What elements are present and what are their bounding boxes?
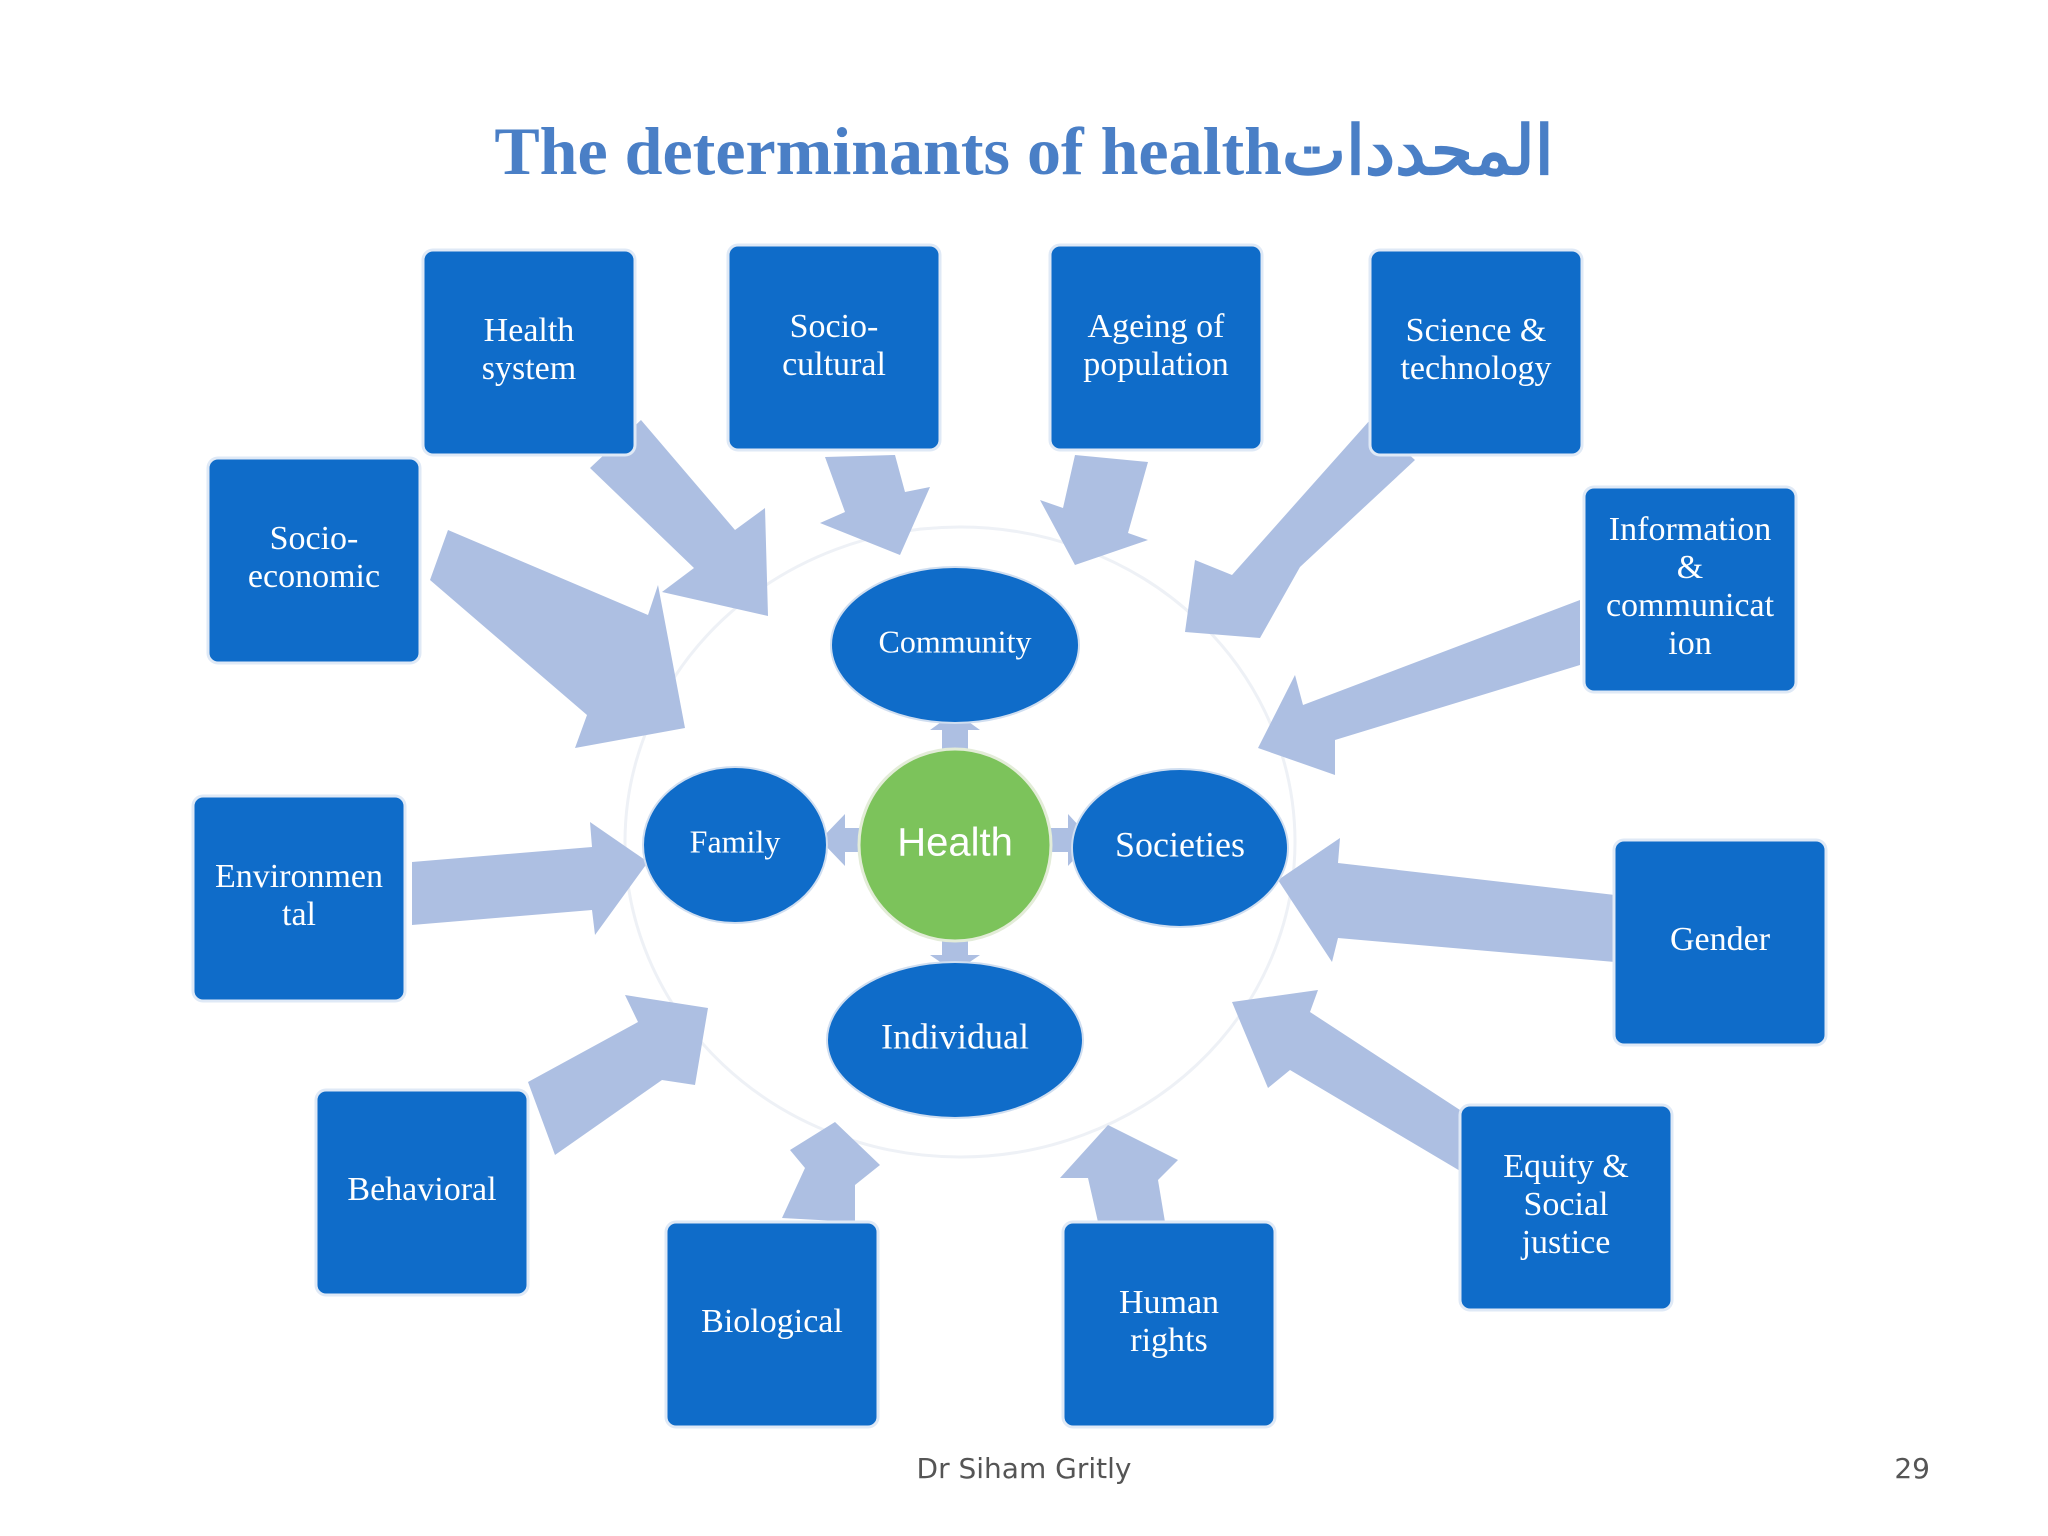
arrow-information [1258, 600, 1580, 775]
arrow-socio-economic [430, 530, 685, 748]
community-label: Community [879, 623, 1032, 659]
community-ellipse: Community [830, 566, 1080, 724]
box-label-line: Biological [701, 1303, 843, 1340]
arrow-biological [782, 1122, 880, 1222]
inner-circles: Community Family Societies Individual He… [642, 566, 1289, 1119]
box-label-line: Socio- [790, 308, 879, 345]
arrow-ageing [1040, 455, 1148, 565]
box-socio-economic: Socio-economic [206, 456, 422, 665]
arrow-behavioral [528, 995, 708, 1155]
box-label-line: Science & [1406, 312, 1547, 349]
arrow-environmental [412, 822, 648, 935]
box-label-line: Gender [1670, 921, 1771, 958]
box-label-line: Social [1524, 1186, 1609, 1223]
arrow-science [1185, 420, 1415, 638]
arrow-equity [1232, 990, 1472, 1178]
svg-text:Socio-economic: Socio-economic [248, 520, 380, 595]
determinant-arrows [412, 420, 1615, 1222]
box-label-line: technology [1400, 350, 1551, 387]
box-label-line: Human [1119, 1284, 1219, 1321]
societies-ellipse: Societies [1071, 768, 1289, 928]
box-label-line: tal [282, 896, 316, 933]
box-label-line: Equity & [1503, 1148, 1629, 1185]
arrow-socio-cultural [820, 455, 930, 555]
box-science: Science &technology [1368, 248, 1584, 457]
box-biological: Biological [664, 1220, 880, 1429]
box-label-line: cultural [782, 346, 886, 383]
footer-author: Dr Siham Gritly [916, 1452, 1132, 1485]
box-label-line: system [482, 350, 576, 387]
box-label-line: rights [1130, 1322, 1207, 1359]
box-label-line: communicat [1606, 587, 1775, 624]
box-label-line: justice [1521, 1224, 1611, 1261]
svg-text:Socio-cultural: Socio-cultural [782, 308, 886, 383]
box-gender: Gender [1612, 838, 1828, 1047]
individual-ellipse: Individual [826, 961, 1084, 1119]
arrow-health-to-family [820, 814, 862, 866]
box-label-line: Environmen [215, 858, 383, 895]
box-label-line: Behavioral [347, 1171, 496, 1208]
societies-label: Societies [1115, 824, 1245, 864]
box-label-line: Health [484, 312, 575, 349]
svg-text:Gender: Gender [1670, 921, 1771, 958]
svg-text:Biological: Biological [701, 1303, 843, 1340]
health-circle: Health [857, 747, 1053, 943]
box-label-line: Socio- [270, 520, 359, 557]
box-label-line: Ageing of [1088, 308, 1226, 345]
individual-label: Individual [881, 1016, 1029, 1056]
box-label-line: ion [1668, 625, 1711, 662]
family-label: Family [690, 823, 781, 859]
health-label: Health [897, 821, 1013, 865]
family-ellipse: Family [642, 766, 828, 924]
box-label-line: economic [248, 558, 380, 595]
box-behavioral: Behavioral [314, 1088, 530, 1297]
box-label-line: & [1677, 549, 1703, 586]
arrow-health-system [590, 420, 768, 616]
svg-text:Behavioral: Behavioral [347, 1171, 496, 1208]
box-socio-cultural: Socio-cultural [726, 243, 942, 452]
arrow-human-rights [1060, 1125, 1178, 1222]
arrow-gender [1278, 838, 1615, 962]
box-label-line: Information [1609, 511, 1771, 548]
box-label-line: population [1083, 346, 1228, 383]
page-number: 29 [1894, 1452, 1930, 1485]
slide-title: The determinants of healthالمحددات [494, 113, 1554, 189]
arrow-health-to-societies [1050, 814, 1092, 866]
svg-text:Science &technology: Science &technology [1400, 312, 1551, 387]
